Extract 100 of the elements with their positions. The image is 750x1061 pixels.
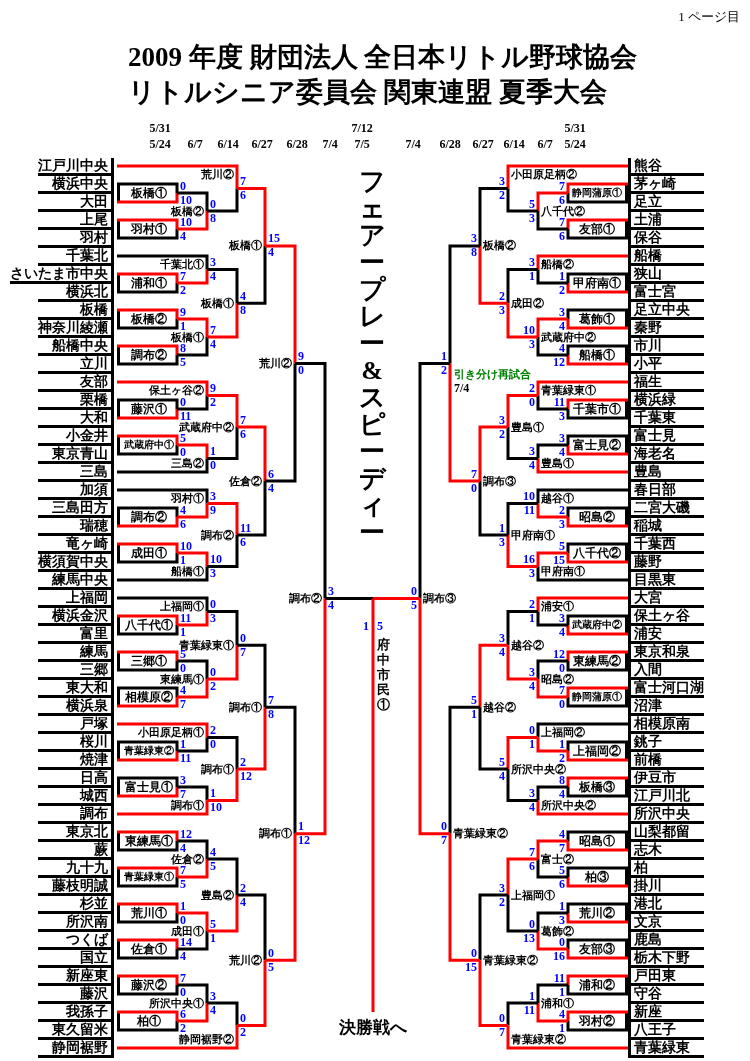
team-name: 日高 (38, 770, 114, 788)
venue-name: 小田原足柄② (511, 169, 577, 180)
team-name: 東京北 (38, 824, 114, 842)
score: 0 (529, 725, 535, 736)
venue-name: 羽村① (171, 493, 204, 504)
team-name: 新座 (628, 1004, 704, 1022)
score: 4 (210, 271, 216, 282)
date-label: 6/7 (537, 138, 553, 151)
score: 1 (559, 986, 565, 998)
score: 11 (180, 410, 192, 422)
venue-name: 友部③ (578, 943, 615, 955)
score: 5 (180, 432, 186, 444)
score: 7 (559, 180, 565, 192)
score: 0 (180, 986, 186, 998)
team-name: 三郷 (38, 662, 114, 680)
score: 11 (553, 396, 565, 408)
score: 3 (559, 914, 565, 926)
venue-name: 板橋③ (578, 781, 615, 793)
venue-name: 静岡裾野② (179, 1034, 234, 1045)
score: 2 (529, 383, 535, 394)
score: 9 (180, 306, 186, 318)
date-label: 7/4 (322, 138, 338, 151)
venue-name: 板橋② (130, 313, 167, 325)
score: 4 (529, 460, 535, 471)
venue-name: 荒川② (229, 954, 262, 966)
score: 5 (471, 694, 477, 706)
venue-name: 青葉緑東② (123, 746, 174, 756)
team-name: 伊豆市 (628, 770, 704, 788)
score: 3 (499, 176, 505, 187)
team-name: 海老名 (628, 446, 704, 464)
score: 7 (529, 846, 535, 858)
score: 10 (210, 802, 222, 813)
score: 10 (180, 216, 192, 228)
score: 1 (529, 271, 535, 282)
venue-name: 豊島① (541, 458, 574, 469)
venue-name: 三郷① (130, 655, 167, 667)
score: 0 (210, 198, 216, 210)
score: 2 (210, 680, 216, 692)
score: 3 (529, 257, 535, 268)
score: 5 (559, 540, 565, 552)
venue-name: 調布② (201, 529, 234, 541)
score: 2 (240, 1027, 246, 1038)
team-name: 藤野 (628, 554, 704, 572)
score: 2 (240, 756, 246, 768)
score: 8 (240, 304, 246, 316)
team-name: さいたま市中央 (10, 266, 114, 284)
score: 3 (210, 613, 216, 624)
date-label: 6/14 (503, 138, 525, 151)
venue-name: 板橋① (229, 240, 262, 252)
venue-name: 富士見① (124, 781, 173, 793)
venue-name: 葛飾② (541, 925, 574, 937)
team-name: 我孫子 (38, 1004, 114, 1022)
venue-name: 千葉市① (572, 403, 621, 415)
score: 8 (559, 774, 565, 786)
team-name: 九十九 (38, 860, 114, 878)
score: 4 (559, 1008, 565, 1020)
score: 1 (559, 270, 565, 282)
team-name: 竜ヶ崎 (38, 536, 114, 554)
venue-name: 武蔵府中① (123, 440, 174, 450)
score: 1 (210, 446, 216, 457)
score: 10 (523, 324, 535, 336)
score: 14 (180, 936, 192, 948)
venue-name: 調布② (130, 511, 167, 523)
venue-name: 富士見② (572, 439, 621, 451)
score: 15 (553, 554, 565, 566)
score: 8 (471, 247, 477, 259)
venue-name: 所沢中央② (541, 800, 596, 811)
score: 11 (180, 752, 192, 764)
venue-name: 千葉北① (160, 259, 204, 270)
venue-name: 羽村② (578, 1015, 615, 1027)
score: 7 (240, 176, 246, 187)
score: 3 (499, 414, 505, 426)
venue-name: 昭島② (541, 673, 574, 685)
score: 3 (529, 568, 535, 579)
team-name: 上尾 (38, 212, 114, 230)
score: 16 (553, 950, 565, 962)
team-name: 横浜金沢 (38, 608, 114, 626)
team-name: 春日部 (628, 482, 704, 500)
score: 4 (180, 842, 186, 854)
team-name: 東大和 (38, 680, 114, 698)
team-name: 藤枝明誠 (38, 878, 114, 896)
score: 3 (210, 568, 216, 579)
venue-name: 上福岡② (541, 727, 585, 738)
venue-name: 羽村① (130, 223, 167, 235)
score: 5 (180, 878, 186, 890)
venue-name: 越谷② (511, 639, 544, 651)
date-label: 5/31 (564, 122, 586, 135)
score: 1 (210, 932, 216, 944)
venue-name: 荒川① (130, 907, 167, 919)
score: 6 (529, 860, 535, 872)
score: 4 (529, 680, 535, 692)
team-name: 静岡裾野 (38, 1040, 114, 1058)
score: 6 (240, 428, 246, 440)
score: 4 (529, 802, 535, 813)
score: 0 (240, 1013, 246, 1024)
score: 0 (180, 446, 186, 458)
score: 0 (180, 396, 186, 408)
team-name: 藤沢 (38, 986, 114, 1004)
venue-name: 荒川② (578, 907, 615, 919)
team-name: 練馬 (38, 644, 114, 662)
